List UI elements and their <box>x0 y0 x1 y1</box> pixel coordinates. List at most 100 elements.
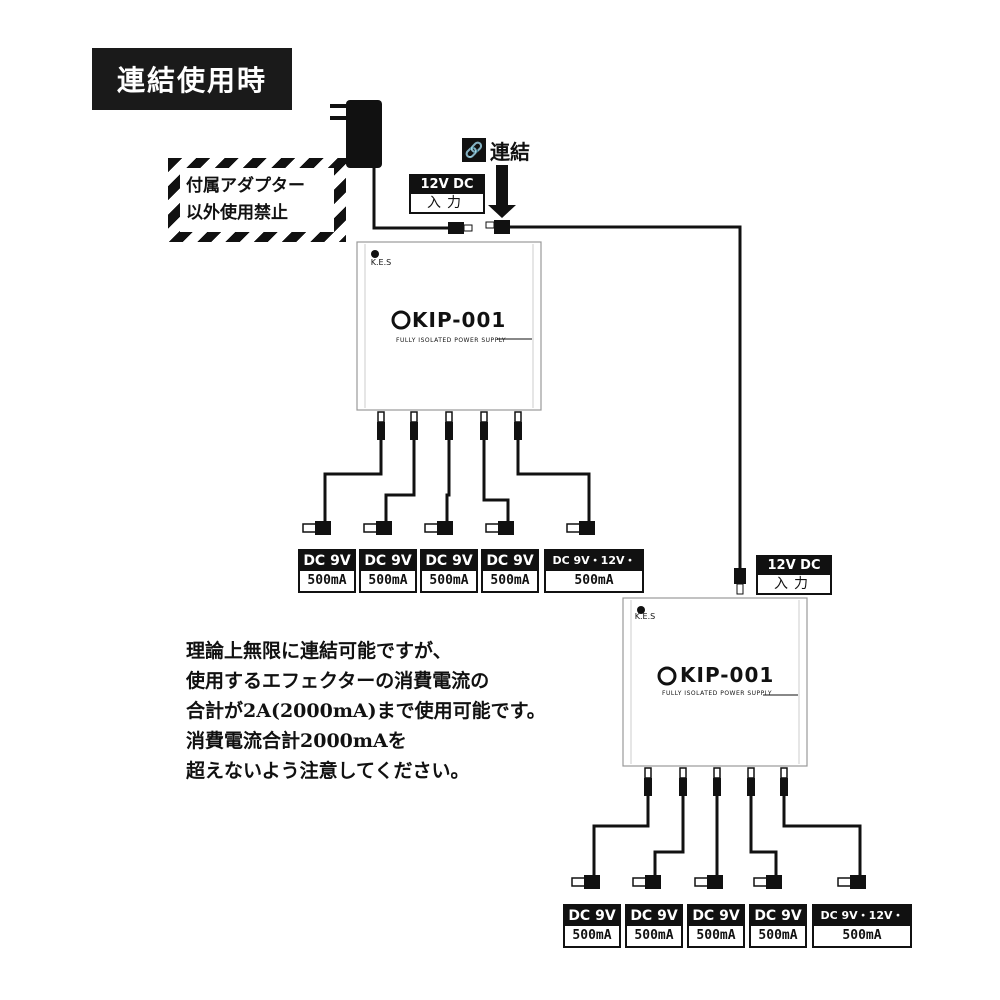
unit1-pedal-plug-4-tip <box>485 523 501 533</box>
output-voltage: DC 9V <box>422 551 476 571</box>
unit1-dc-in-plug <box>448 222 464 234</box>
output-voltage: DC 9V・12V・18V <box>546 551 642 587</box>
unit1-cable-4 <box>482 440 510 522</box>
unit2-pedal-plug-3-barrel <box>707 875 723 889</box>
unit2-cable-4 <box>749 796 778 876</box>
output-current: 500mA <box>490 573 530 588</box>
unit1-logo-mark <box>371 250 379 258</box>
unit2-logo-mark <box>637 606 645 614</box>
unit1-out-plug-1-barrel <box>377 422 385 440</box>
unit1-cable-2 <box>384 440 416 522</box>
unit1-pedal-plug-2-barrel <box>376 521 392 535</box>
output-voltage: DC 9V <box>300 551 354 571</box>
unit2-out-plug-1-tip <box>644 767 652 779</box>
unit2-flower-icon <box>657 666 677 686</box>
unit1-pedal-plug-5-barrel <box>579 521 595 535</box>
unit2-out-plug-2-tip <box>679 767 687 779</box>
adapter-cable <box>372 168 448 230</box>
link-plug-tip <box>485 221 495 229</box>
unit1-pedal-plug-1-tip <box>302 523 318 533</box>
warning-line-2: 以外使用禁止 <box>186 203 288 223</box>
adapter-prong-2 <box>330 116 346 120</box>
unit2-output-2: DC 9V 500mA <box>625 904 683 948</box>
warning-text: 付属アダプター 以外使用禁止 <box>180 168 334 232</box>
unit1-input-voltage: 12V DC <box>411 176 483 194</box>
unit2-cable-2 <box>653 796 685 876</box>
unit1-output-5: DC 9V・12V・18V 500mA <box>544 549 644 593</box>
unit2-output-4: DC 9V 500mA <box>749 904 807 948</box>
unit1-pedal-plug-3-barrel <box>437 521 453 535</box>
link-icon: 🔗 <box>462 138 486 162</box>
unit2-cable-5 <box>782 796 862 876</box>
unit1-dc-in-tip <box>463 224 473 232</box>
usage-note: 理論上無限に連結可能ですが、 使用するエフェクターの消費電流の 合計が2A(20… <box>186 636 626 786</box>
output-current: 500mA <box>574 573 614 588</box>
output-current: 500mA <box>842 928 882 943</box>
unit1-pedal-plug-1-barrel <box>315 521 331 535</box>
output-voltage: DC 9V <box>361 551 415 571</box>
output-current: 500mA <box>758 928 798 943</box>
unit2-pedal-plug-2-tip <box>632 877 648 887</box>
output-voltage: DC 9V <box>751 906 805 926</box>
unit1-out-plug-5-tip <box>514 411 522 423</box>
unit2-dc-in-tip <box>736 583 744 595</box>
warning-line-1: 付属アダプター <box>186 176 305 196</box>
unit1-out-plug-2-tip <box>410 411 418 423</box>
output-voltage: DC 9V <box>565 906 619 926</box>
unit1-cable-1 <box>323 440 383 522</box>
unit1-subtitle: FULLY ISOLATED POWER SUPPLY <box>396 337 506 344</box>
unit2-input-voltage: 12V DC <box>758 557 830 575</box>
unit2-input-text: 入力 <box>774 576 814 592</box>
adapter-prong-1 <box>330 104 346 108</box>
unit2-subtitle: FULLY ISOLATED POWER SUPPLY <box>662 690 772 697</box>
link-label-text: 連結 <box>490 139 530 164</box>
output-current: 500mA <box>572 928 612 943</box>
page-title: 連結使用時 <box>92 48 292 110</box>
unit2-pedal-plug-1-barrel <box>584 875 600 889</box>
unit2-pedal-plug-2-barrel <box>645 875 661 889</box>
unit2-pedal-plug-5-barrel <box>850 875 866 889</box>
note-line-5: 超えないよう注意してください。 <box>186 760 470 782</box>
unit1-out-plug-1-tip <box>377 411 385 423</box>
unit1-output-1: DC 9V 500mA <box>298 549 356 593</box>
unit2-input-label: 12V DC 入力 <box>756 555 832 595</box>
output-current: 500mA <box>696 928 736 943</box>
unit1-output-4: DC 9V 500mA <box>481 549 539 593</box>
unit2-out-plug-4-tip <box>747 767 755 779</box>
unit1-out-plug-3-tip <box>445 411 453 423</box>
link-plug <box>494 220 510 234</box>
unit2-model: KIP-001 <box>680 663 775 687</box>
unit1-logo: K.E.S <box>370 258 392 267</box>
unit2-pedal-plug-3-tip <box>694 877 710 887</box>
unit1-cable-5 <box>516 440 591 522</box>
unit2-out-plug-4-barrel <box>747 778 755 796</box>
unit1-pedal-plug-5-tip <box>566 523 582 533</box>
output-voltage: DC 9V <box>689 906 743 926</box>
unit2-dc-in-plug <box>734 568 746 584</box>
unit1-out-plug-5-barrel <box>514 422 522 440</box>
unit1-out-plug-2-barrel <box>410 422 418 440</box>
unit2-out-plug-2-barrel <box>679 778 687 796</box>
unit2-output-3: DC 9V 500mA <box>687 904 745 948</box>
unit1-pedal-plug-3-tip <box>424 523 440 533</box>
unit1-flower-icon <box>391 310 411 330</box>
unit1-out-plug-4-tip <box>480 411 488 423</box>
unit2-output-1: DC 9V 500mA <box>563 904 621 948</box>
unit1-pedal-plug-4-barrel <box>498 521 514 535</box>
warning-box: 付属アダプター 以外使用禁止 <box>168 158 346 242</box>
unit2-out-plug-5-barrel <box>780 778 788 796</box>
output-current: 500mA <box>307 573 347 588</box>
unit1-pedal-plug-2-tip <box>363 523 379 533</box>
unit1-out-plug-4-barrel <box>480 422 488 440</box>
link-label: 🔗 連結 <box>462 137 530 164</box>
unit1-input-text: 入力 <box>427 195 467 211</box>
unit1-output-2: DC 9V 500mA <box>359 549 417 593</box>
unit2-logo: K.E.S <box>634 612 656 621</box>
output-voltage: DC 9V <box>627 906 681 926</box>
link-cable <box>510 225 742 568</box>
output-current: 500mA <box>429 573 469 588</box>
unit2-pedal-plug-4-tip <box>753 877 769 887</box>
output-voltage: DC 9V <box>483 551 537 571</box>
unit2-body <box>622 597 808 767</box>
